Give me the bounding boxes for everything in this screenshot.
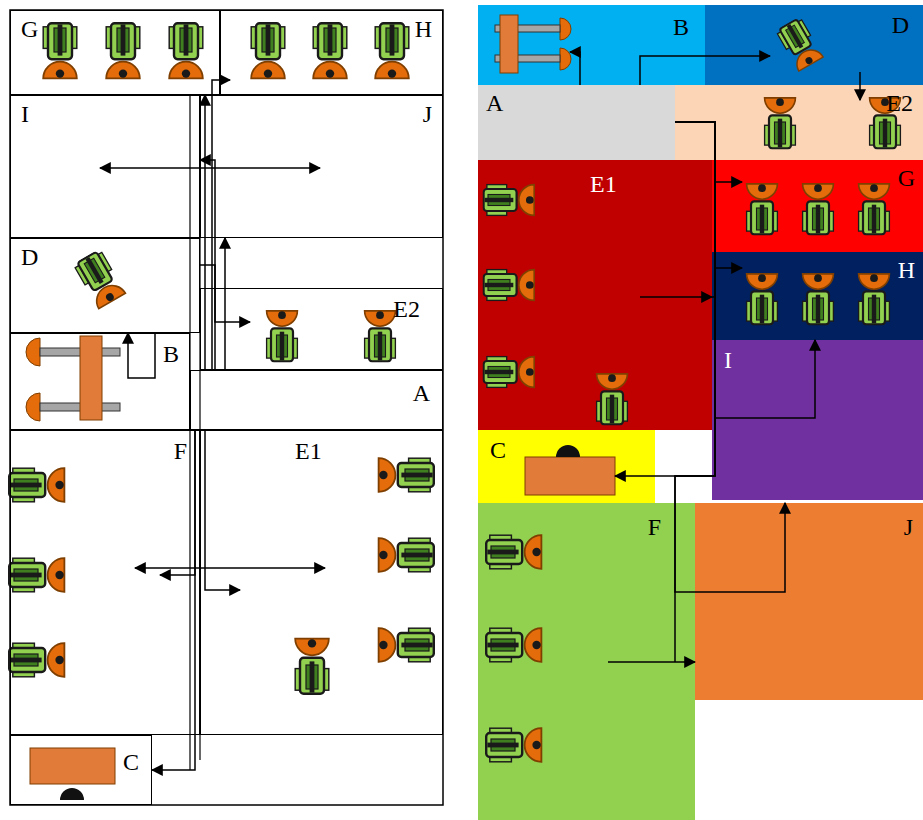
layout-region: B: [478, 5, 705, 85]
area-label: D: [21, 245, 38, 269]
area-label: A: [486, 91, 503, 115]
layout-region: D: [10, 238, 200, 333]
area-label: H: [898, 258, 915, 282]
layout-region: F: [10, 430, 200, 735]
area-label: A: [413, 381, 430, 405]
flow-connector: [212, 80, 230, 370]
flow-connector: [200, 160, 215, 370]
layout-region: J: [695, 503, 923, 700]
flow-connector: [570, 52, 580, 85]
layout-region: B: [10, 333, 190, 430]
area-label: E2: [886, 91, 913, 115]
layout-region: I: [712, 340, 923, 500]
layout-region: H: [712, 252, 923, 340]
area-label: H: [415, 17, 432, 41]
area-label: J: [904, 515, 913, 539]
layout-region: D: [705, 5, 923, 85]
flow-connector: [160, 430, 195, 575]
area-label: E1: [590, 172, 617, 196]
flow-connector: [128, 333, 155, 378]
area-label: C: [123, 750, 139, 774]
layout-region: G: [712, 160, 923, 252]
area-label: I: [21, 102, 29, 126]
area-label: E1: [295, 439, 322, 463]
area-label: B: [163, 342, 179, 366]
flow-connector: [640, 122, 715, 297]
area-label: I: [724, 348, 732, 372]
area-label: E2: [393, 297, 420, 321]
layout-region: A: [190, 370, 443, 430]
layout-region: C: [478, 430, 655, 503]
layout-region: E1: [478, 160, 712, 430]
layout-region: A: [478, 85, 675, 160]
flow-connector: [200, 265, 250, 322]
area-label: J: [423, 102, 432, 126]
area-label: F: [648, 515, 661, 539]
area-label: F: [174, 439, 187, 463]
flow-connector: [859, 72, 861, 100]
area-label: D: [892, 13, 909, 37]
layout-region: I: [10, 95, 200, 238]
layout-region: G: [10, 10, 220, 95]
flow-connector: [204, 95, 206, 370]
area-label: C: [490, 438, 506, 462]
flow-connector: [675, 122, 742, 182]
layout-region: E1: [200, 430, 443, 735]
layout-region: E2: [200, 288, 443, 370]
flow-connector: [608, 122, 715, 662]
layout-region: F: [478, 503, 695, 820]
area-label: B: [673, 15, 689, 39]
layout-region: E2: [675, 85, 923, 160]
flow-connector: [205, 430, 240, 590]
flow-connector: [152, 430, 195, 770]
layout-region: H: [220, 10, 443, 95]
layout-region: C: [10, 735, 152, 805]
flow-connector: [675, 122, 815, 418]
flow-connector: [615, 122, 715, 476]
flow-connector: [675, 122, 742, 268]
area-label: G: [21, 17, 38, 41]
area-label: G: [898, 166, 915, 190]
flow-connector: [224, 238, 226, 370]
layout-region: J: [200, 95, 443, 238]
flow-connector: [675, 122, 785, 592]
flow-connector: [640, 56, 770, 85]
